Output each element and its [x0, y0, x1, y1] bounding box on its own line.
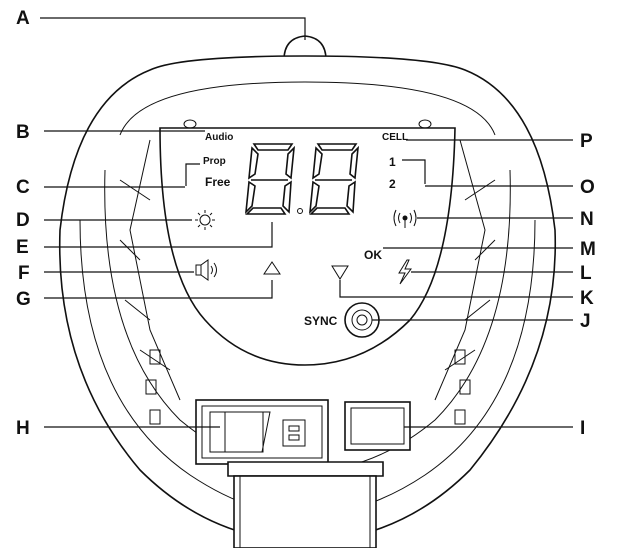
- leader-lines: [40, 17, 573, 428]
- decimal-dot: [297, 208, 303, 214]
- up-triangle-icon[interactable]: [263, 261, 281, 275]
- cell-1-label: 1: [389, 155, 396, 169]
- callout-h: H: [16, 418, 30, 439]
- callout-n: N: [580, 209, 594, 230]
- audio-label: Audio: [205, 132, 233, 143]
- callout-m: M: [580, 239, 596, 260]
- callout-j: J: [580, 311, 591, 332]
- inner-rim: [119, 81, 496, 136]
- left-grip: [119, 139, 181, 425]
- callout-e: E: [16, 237, 29, 258]
- callout-a: A: [16, 8, 30, 29]
- cell-label: CELL: [382, 132, 408, 143]
- sync-label: SYNC: [304, 314, 338, 328]
- callout-d: D: [16, 210, 30, 231]
- power-switch[interactable]: [195, 399, 329, 465]
- digit-display: [244, 143, 360, 215]
- display-panel: [159, 127, 456, 366]
- signal-icon: [393, 209, 417, 228]
- callout-g: G: [16, 289, 31, 310]
- leader-k: [339, 280, 573, 298]
- callout-l: L: [580, 263, 592, 284]
- free-label: Free: [205, 175, 231, 189]
- leader-a: [40, 17, 306, 40]
- right-grip: [434, 139, 496, 425]
- prop-free-bracket: [185, 163, 200, 186]
- callout-b: B: [16, 122, 30, 143]
- callout-p: P: [580, 131, 593, 152]
- ok-label: OK: [364, 248, 382, 262]
- callout-k: K: [580, 288, 594, 309]
- cell-bracket: [402, 159, 426, 184]
- bottom-connector: [227, 461, 384, 549]
- callout-f: F: [18, 263, 30, 284]
- prop-label: Prop: [203, 156, 226, 167]
- callout-i: I: [580, 418, 585, 439]
- callout-o: O: [580, 177, 595, 198]
- secondary-switch[interactable]: [344, 401, 411, 451]
- callout-labels: A B C D E F G H I J K L M N O P: [16, 8, 596, 439]
- down-triangle-icon[interactable]: [331, 265, 349, 280]
- speaker-icon: [195, 259, 217, 281]
- leader-e: [44, 222, 273, 248]
- sun-icon: [195, 210, 215, 230]
- leader-g: [44, 280, 273, 299]
- lightning-icon: [398, 259, 412, 285]
- cell-2-label: 2: [389, 177, 396, 191]
- callout-c: C: [16, 177, 30, 198]
